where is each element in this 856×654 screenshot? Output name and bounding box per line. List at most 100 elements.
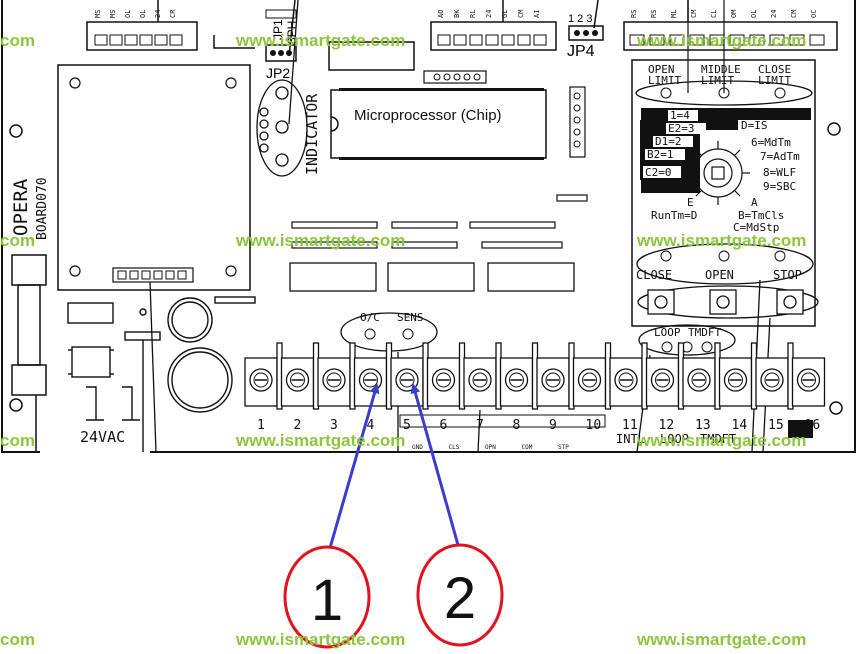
tmdft-led-label: TMDFT — [688, 326, 721, 339]
terminal-screw[interactable] — [499, 342, 539, 410]
pin-label: MS — [109, 10, 117, 18]
pin-label: CM — [517, 10, 525, 18]
limit-open: OPEN — [648, 63, 675, 76]
board-model: BOARD070 — [35, 177, 50, 240]
terminal-number: 10 — [586, 418, 602, 433]
pin-label: OC — [810, 10, 818, 18]
pin-label: OM — [730, 10, 738, 18]
pin-label: GL — [501, 10, 509, 18]
button-led — [718, 250, 730, 262]
settings-panel: OPEN MIDDLE CLOSE LIMIT LIMIT LIMIT 1=4 … — [631, 0, 819, 453]
terminal-number: 12 — [659, 418, 675, 433]
push-button-open[interactable] — [709, 289, 737, 315]
terminal-screw[interactable] — [244, 342, 283, 410]
loop-led-label: LOOP — [654, 326, 681, 339]
callout-circles: 1 2 — [283, 543, 504, 649]
vertical-header — [569, 86, 586, 158]
dip-f: F — [678, 182, 685, 195]
terminal-screw[interactable] — [755, 342, 794, 410]
microprocessor: Microprocessor (Chip) — [330, 88, 547, 160]
callout-circle-2 — [416, 543, 504, 647]
relay-block — [328, 41, 415, 71]
terminal-screw[interactable] — [645, 342, 685, 410]
watermark: www.ismartgate.com — [235, 630, 405, 649]
push-button-stop[interactable] — [776, 289, 804, 315]
jp2-label: JP2 — [266, 65, 290, 81]
terminal-strip — [244, 342, 826, 410]
terminal-screw[interactable] — [682, 342, 721, 410]
indicator-leds — [256, 0, 308, 177]
pin-label: RL — [469, 10, 477, 18]
limit-word-1: LIMIT — [648, 74, 681, 87]
rotary-switch — [686, 141, 750, 205]
terminal-screw[interactable] — [280, 342, 320, 410]
terminal-screw[interactable] — [572, 342, 612, 410]
jumper-jp4: 1 2 3 JP4 — [567, 0, 604, 60]
resistor-arrays — [291, 194, 588, 249]
dip-e: E2=3 — [668, 122, 695, 135]
button-leds-ring — [636, 243, 814, 285]
jp4-label: JP4 — [567, 43, 595, 60]
dip-c: C2=0 — [645, 166, 672, 179]
pin-label: BK — [453, 9, 461, 18]
small-connector — [112, 267, 194, 453]
power-label: 24VAC — [80, 428, 125, 446]
button-led — [660, 250, 672, 262]
terminal-screw[interactable] — [536, 342, 575, 410]
header-pins — [423, 70, 487, 84]
pin-label: 24 — [485, 10, 493, 18]
dip-a: A — [751, 196, 758, 209]
pin-label: RS — [630, 10, 638, 18]
terminal-number: 1 — [257, 418, 265, 433]
dip-r-6: 6=MdTm — [751, 136, 791, 149]
terminal-number: 14 — [732, 418, 748, 433]
terminal-labels: 12345GND6CLS7OPN8COM9STP10111213141516 — [257, 418, 820, 451]
watermarks: com www.ismartgate.com www.ismartgate.co… — [0, 31, 806, 649]
watermark: www.ismartgate.com — [636, 431, 806, 450]
watermark: www.ismartgate.com — [636, 31, 806, 50]
terminal-number: 15 — [768, 418, 784, 433]
dip-r-7: 7=AdTm — [760, 150, 800, 163]
board-outline — [1, 0, 856, 453]
watermark: www.ismartgate.com — [235, 31, 405, 50]
board-title: OPERA — [10, 178, 32, 236]
terminal-number: 13 — [695, 418, 711, 433]
loop-label: LOOP — [660, 432, 689, 446]
terminal-screw[interactable] — [463, 342, 502, 410]
pin-label: CM — [790, 10, 798, 18]
terminal-sub-label: CLS — [449, 444, 460, 451]
terminal-screw[interactable] — [426, 342, 466, 410]
dip-r-9: 9=SBC — [763, 180, 796, 193]
terminal-sub-label: OPN — [485, 444, 496, 451]
connector-left: MS MS OL OL 24 CR — [86, 0, 198, 51]
terminal-screw[interactable] — [390, 342, 429, 410]
tmdft-label: TMDFT — [700, 432, 736, 446]
pin-label: OL — [139, 10, 147, 18]
pin-label: CR — [169, 9, 177, 18]
pin-label: RS — [650, 10, 658, 18]
pin-label: OL — [124, 10, 132, 18]
terminal-extra-labels: INTL LOOP TMDFT — [399, 409, 813, 453]
pin-label: MS — [94, 10, 102, 18]
terminal-screw[interactable] — [609, 342, 648, 410]
indicator-label: INDICATOR — [303, 93, 321, 175]
power-components — [67, 296, 256, 452]
button-led — [774, 250, 786, 262]
dip-ee: E — [687, 196, 694, 209]
dip-r-8: 8=WLF — [763, 166, 796, 179]
push-button-close[interactable] — [647, 289, 675, 315]
terminal-screw[interactable] — [718, 342, 758, 410]
arrow-2 — [410, 383, 460, 546]
mounting-holes — [9, 122, 843, 415]
terminal-number: 6 — [440, 418, 448, 433]
button-open-label: OPEN — [705, 268, 734, 282]
terminal-sub-label: STP — [558, 444, 569, 451]
jp4-pins: 1 2 3 — [568, 13, 592, 25]
watermark: com — [0, 231, 35, 250]
terminal-screw[interactable] — [317, 342, 356, 410]
terminal-screw[interactable] — [791, 357, 826, 407]
sens-label: SENS — [397, 311, 424, 324]
limit-led — [774, 87, 786, 99]
watermark: www.ismartgate.com — [636, 231, 806, 250]
